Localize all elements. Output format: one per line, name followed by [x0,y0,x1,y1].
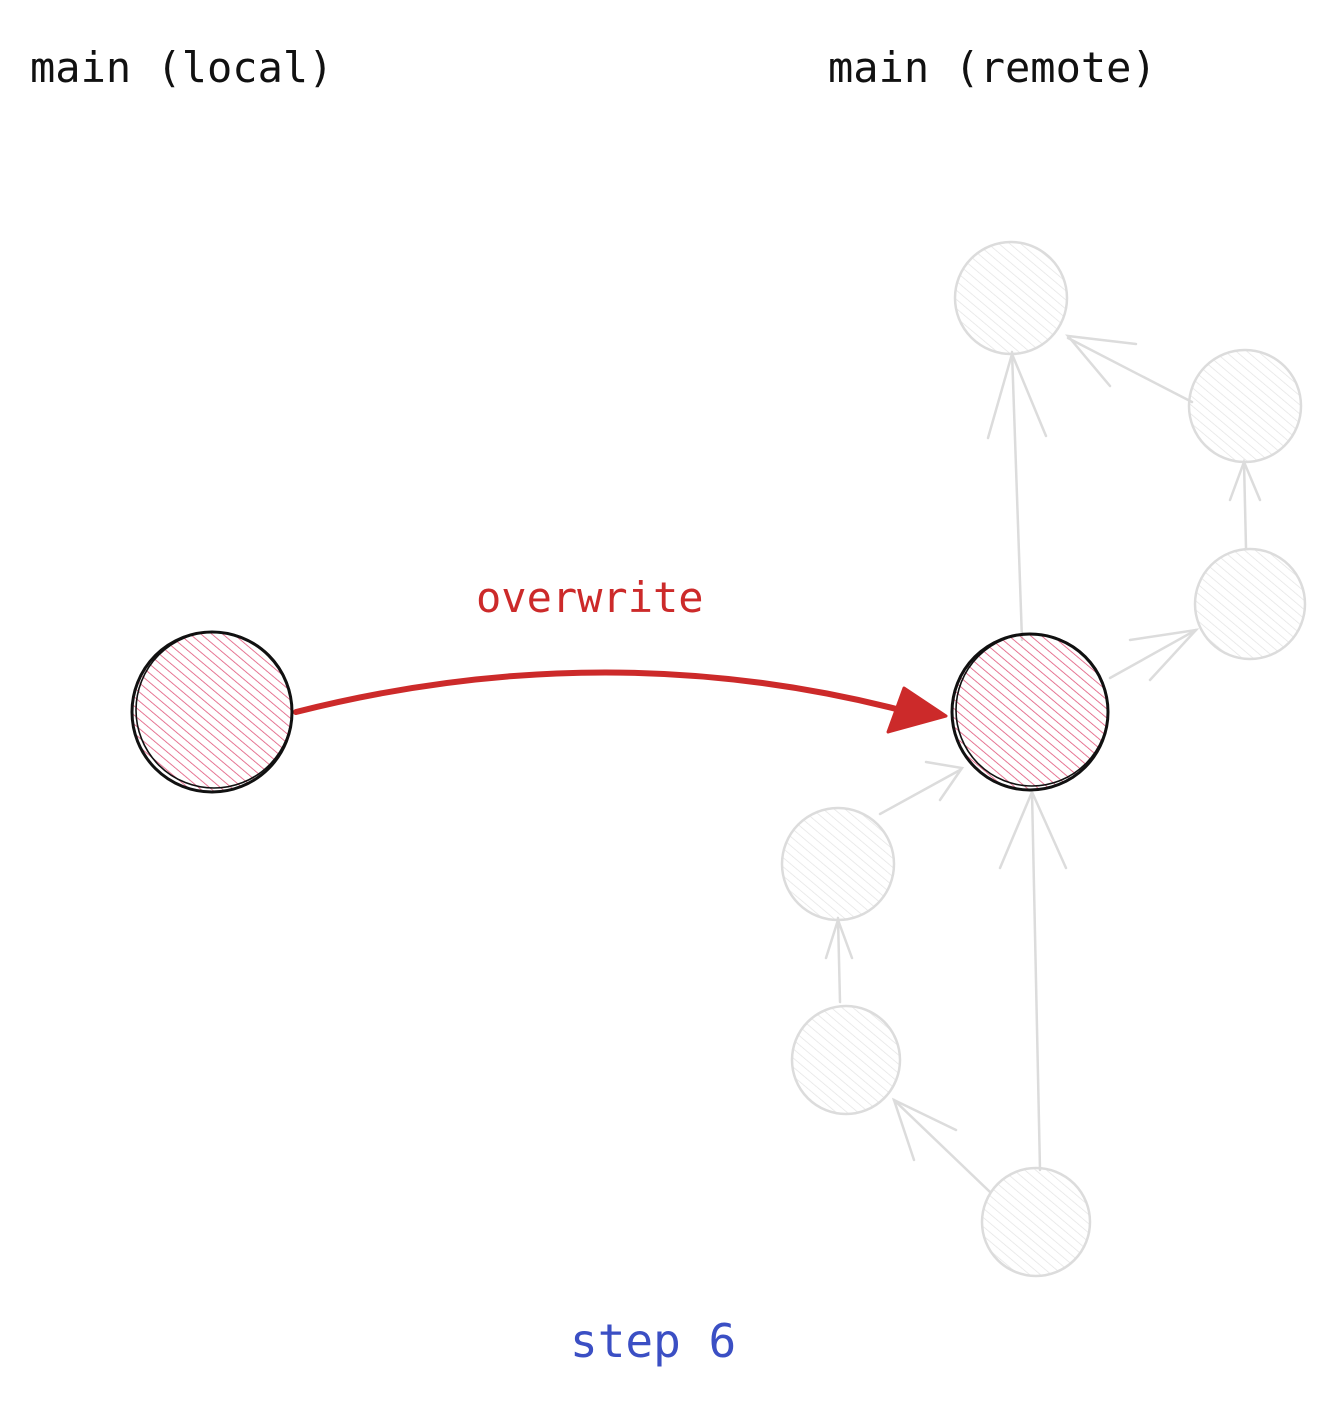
overwrite-arrow [293,669,948,734]
active-nodes [130,630,1110,794]
local-head-node [130,630,294,794]
arrowhead-bottom-head [998,788,1068,870]
commit-node-faded [980,1166,1092,1278]
edge-bottom-to-head [1030,790,1042,1172]
remote-branch-label: main (remote) [828,43,1157,92]
overwrite-arrow-shaft [293,669,933,721]
edge-head-to-top [1010,350,1024,642]
overwrite-arrowhead [886,686,948,734]
arrowhead-head-right [1128,628,1200,682]
arrowhead-right-upper [1065,334,1138,388]
commit-node-faded [780,806,896,922]
edge-left-upper-to-head [878,768,962,816]
commit-node-faded [953,240,1069,356]
commit-node-faded [790,1004,902,1116]
remote-history-nodes [780,240,1307,1278]
arrowhead-top [986,350,1048,440]
local-branch-label: main (local) [30,43,333,92]
arrowhead-bottom-left [891,1097,958,1162]
remote-history-edges [824,334,1262,1194]
edge-bottom-to-left-lower [892,1098,992,1194]
edge-right-upper-to-top [1066,336,1194,404]
remote-head-node [950,632,1110,792]
step-label: step 6 [570,1314,736,1368]
edge-right-lower-to-right-upper [1242,460,1248,550]
commit-node-faded [1187,348,1303,464]
edge-head-to-right-lower [1108,628,1198,680]
edge-left-lower-to-left-upper [836,916,842,1004]
overwrite-label: overwrite [476,573,704,622]
commit-node-faded [1193,547,1307,661]
arrowhead-left-upper [924,760,965,802]
